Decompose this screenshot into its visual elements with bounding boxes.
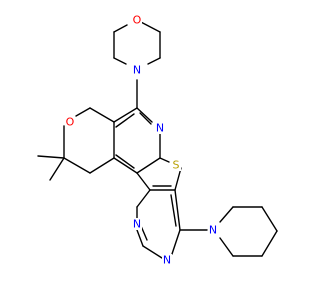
atom-label-n: N [163,254,171,267]
atom-label-background [65,116,75,128]
atom-label-n: N [133,218,141,231]
atom-label-o: O [66,116,75,129]
atom-label-o: O [133,14,142,27]
atom-label-n: N [156,122,164,135]
atom-label-background [171,159,181,171]
atom-label-background [132,64,142,76]
atom-label-background [155,122,165,134]
atom-label-background [132,14,142,26]
atom-label-s: S [173,159,180,172]
atom-label-background [208,224,218,236]
atom-label-background [162,254,172,266]
bond-lines [37,19,278,259]
atom-label-background [132,218,142,230]
atom-label-n: N [209,224,217,237]
atom-label-n: N [133,64,141,77]
atom-labels: O N O N S N N N [65,14,218,267]
chemical-structure: O N O N S N N N [37,14,278,267]
